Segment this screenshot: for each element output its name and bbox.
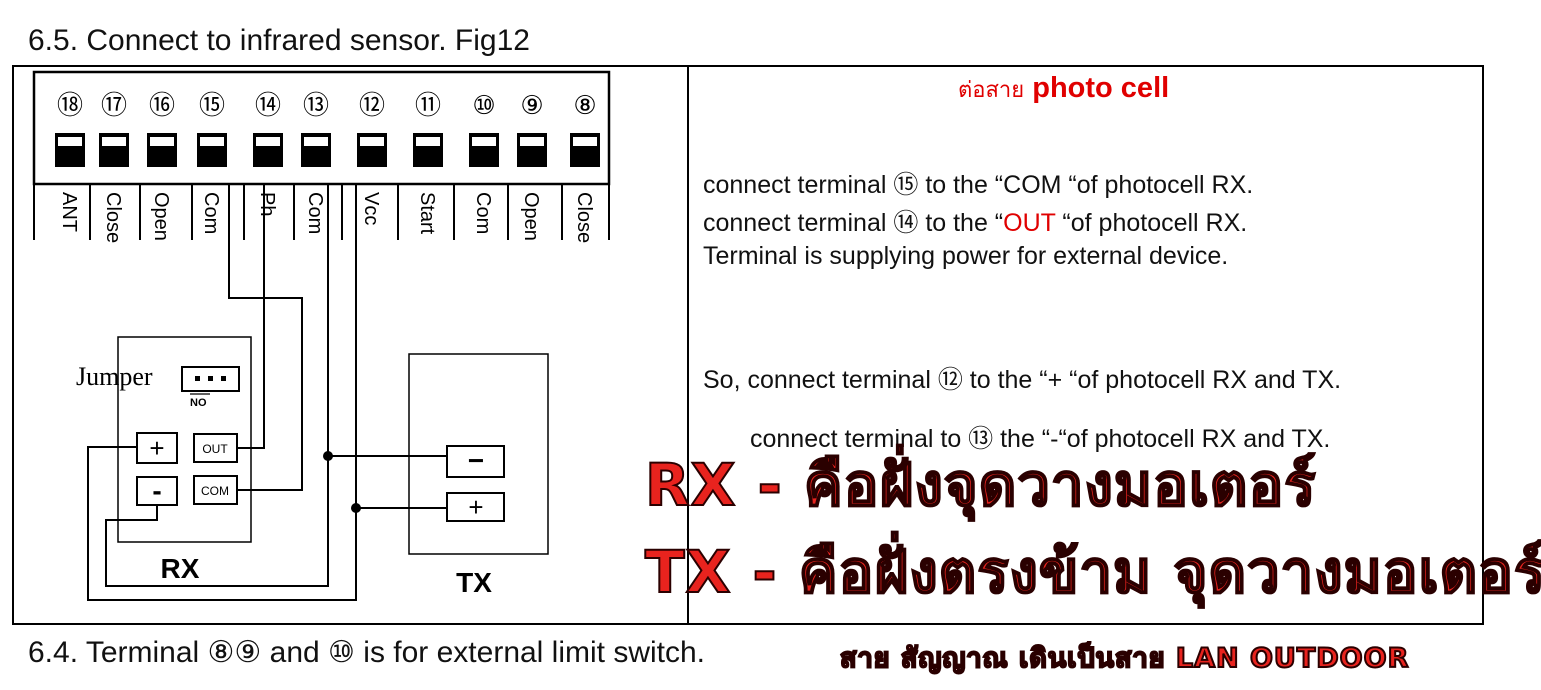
rx-minus-label: - <box>152 475 161 506</box>
heading-bold: photo cell <box>1032 72 1170 104</box>
footer-text: 6.4. Terminal ⑧⑨ and ⑩ is for external l… <box>28 636 706 669</box>
rx-box <box>117 336 252 543</box>
terminal-label: Com <box>304 192 326 234</box>
note-line-3: Terminal is supplying power for external… <box>703 242 1229 270</box>
rx-out-terminal <box>193 433 238 463</box>
tx-plus-label: + <box>468 492 483 522</box>
rx-out-label: OUT <box>202 442 228 456</box>
tx-minus-terminal <box>446 445 505 478</box>
note-line-2: connect terminal ⑭ to the “OUT “of photo… <box>703 209 1248 237</box>
terminal-number: ⑧ <box>573 91 596 121</box>
tx-plus-terminal <box>446 492 505 522</box>
rx-minus-terminal <box>136 476 178 506</box>
frame-divider <box>687 65 689 625</box>
terminal-label: Open <box>520 192 542 241</box>
terminal-number: ⑰ <box>101 91 127 121</box>
jumper-tag: NO <box>190 397 207 409</box>
jumper-label: Jumper <box>76 362 153 391</box>
heading-thai: ต่อสาย <box>958 77 1025 102</box>
terminal-label: ANT <box>58 192 80 232</box>
wires <box>87 184 447 601</box>
footer-thai-note: สาย สัญญาณ เดินเป็นสาย LAN OUTDOOR <box>839 642 1410 675</box>
note-line-4: So, connect terminal ⑫ to the “+ “of pho… <box>703 366 1342 394</box>
rx-plus-terminal <box>136 432 178 464</box>
terminal-number: ⑨ <box>520 91 543 121</box>
terminal-number: ⑱ <box>57 91 83 121</box>
junction-dot <box>351 503 361 513</box>
note-line-1: connect terminal ⑮ to the “COM “of photo… <box>703 171 1254 199</box>
rx-plus-label: + <box>149 433 164 463</box>
terminal-block <box>32 70 611 186</box>
tx-box <box>408 353 549 555</box>
terminal-number: ⑫ <box>359 91 385 121</box>
terminal-label: Close <box>102 192 124 243</box>
tx-name: TX <box>456 567 492 598</box>
terminal-label: Vcc <box>360 192 382 225</box>
rx-name: RX <box>161 553 200 584</box>
terminal-number: ⑬ <box>303 91 329 121</box>
terminal-switches <box>55 133 600 167</box>
tx-overlay-caption: TX - คือฝั่งตรงข้าม จุดวางมอเตอร์ <box>644 537 1541 607</box>
right-panel-heading: ต่อสาย photo cell <box>958 72 1169 107</box>
tx-minus-label: − <box>468 445 484 476</box>
jumper-connector <box>181 366 240 392</box>
section-title: 6.5. Connect to infrared sensor. Fig12 <box>28 24 530 57</box>
terminal-number: ⑮ <box>199 91 225 121</box>
terminal-number: ⑪ <box>415 91 441 121</box>
terminal-number: ⑯ <box>149 91 175 121</box>
terminal-label: Open <box>150 192 172 241</box>
terminal-label: Close <box>573 192 595 243</box>
out-highlight: OUT <box>1003 209 1056 237</box>
terminal-label: Com <box>472 192 494 234</box>
terminal-labels: ANT Close Open Com Ph Com Vcc Start Com Open Close <box>58 192 595 243</box>
rx-overlay-caption: RX - คือฝั่งจุดวางมอเตอร์ <box>644 450 1317 520</box>
note-line-5: connect terminal to ⑬ the “-“of photocel… <box>750 425 1331 453</box>
terminal-label: Ph <box>256 192 278 216</box>
figure-frame <box>12 65 1484 625</box>
terminal-number: ⑭ <box>255 91 281 121</box>
terminal-pins <box>33 184 610 240</box>
terminal-number: ⑩ <box>472 91 495 121</box>
terminal-label: Start <box>416 192 438 235</box>
terminal-label: Com <box>200 192 222 234</box>
rx-com-label: COM <box>201 484 229 498</box>
junction-dot <box>323 451 333 461</box>
rx-com-terminal <box>193 475 238 505</box>
